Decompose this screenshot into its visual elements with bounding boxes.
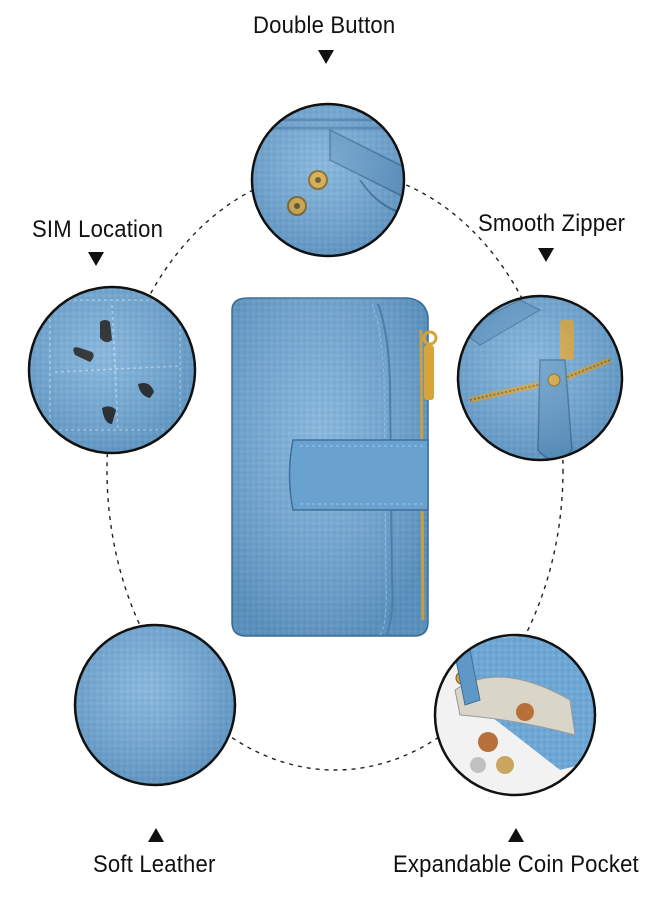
soft-leather-arrow <box>148 828 164 842</box>
dashed-connector-ring <box>106 169 564 771</box>
sim-location-arrow <box>88 252 104 266</box>
smooth-zipper-arrow <box>538 248 554 262</box>
double-button-label: Double Button <box>253 12 396 39</box>
sim-location-detail-circle <box>27 285 197 455</box>
soft-leather-detail-circle <box>73 623 237 787</box>
coin-pocket-label: Expandable Coin Pocket <box>393 851 639 878</box>
wallet-center-image <box>231 297 438 637</box>
soft-leather-label: Soft Leather <box>93 851 216 878</box>
double-button-arrow <box>318 50 334 64</box>
double-button-detail-circle <box>250 102 406 258</box>
smooth-zipper-label: Smooth Zipper <box>478 210 626 237</box>
sim-location-label: SIM Location <box>32 216 164 243</box>
smooth-zipper-detail-circle <box>456 294 624 462</box>
coin-pocket-arrow <box>508 828 524 842</box>
coin-pocket-detail-circle <box>433 633 597 797</box>
